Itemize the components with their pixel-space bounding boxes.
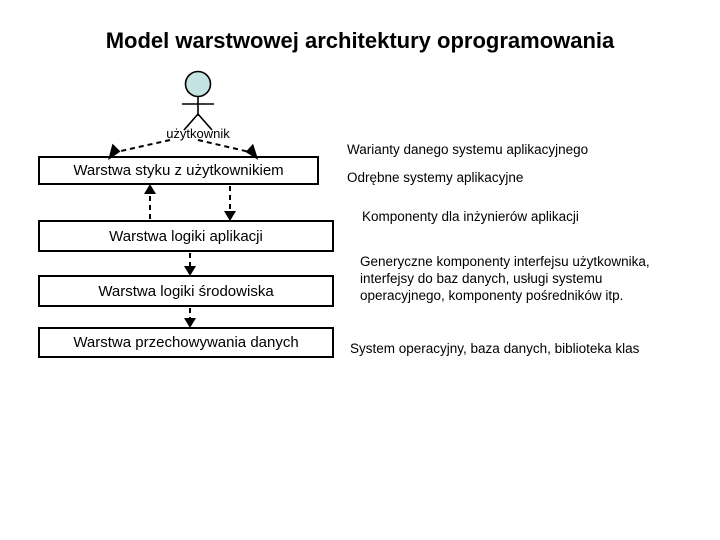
actor-right-leg-line (197, 113, 213, 131)
actor-head-icon (184, 70, 212, 98)
layer-box-ui: Warstwa styku z użytkownikiem (38, 156, 319, 185)
layer-box-storage-label: Warstwa przechowywania danych (73, 334, 299, 351)
connector-ui-to-app (224, 186, 236, 221)
connector-app-to-env (184, 253, 196, 276)
arrowhead (144, 184, 156, 194)
layer-box-ui-label: Warstwa styku z użytkownikiem (73, 162, 284, 179)
layer-box-env: Warstwa logiki środowiska (38, 275, 334, 307)
note-variants: Warianty danego systemu aplikacyjnego (347, 142, 589, 157)
actor-user-label: użytkownik (166, 126, 230, 141)
layer-box-app-label: Warstwa logiki aplikacji (109, 227, 263, 245)
note-separate: Odrębne systemy aplikacyjne (347, 170, 524, 185)
layer-box-env-label: Warstwa logiki środowiska (98, 282, 274, 300)
note-components: Komponenty dla inżynierów aplikacji (362, 209, 579, 224)
actor-left-leg-line (183, 113, 199, 131)
note-generic: Generyczne komponenty interfejsu użytkow… (360, 254, 650, 303)
connector-env-to-storage (184, 308, 196, 328)
page-title: Model warstwowej architektury oprogramow… (105, 28, 615, 53)
note-os: System operacyjny, baza danych, bibliote… (350, 341, 640, 356)
actor-svg (182, 70, 214, 131)
layer-box-app: Warstwa logiki aplikacji (38, 220, 334, 252)
connector-app-to-ui (144, 184, 156, 219)
layer-box-storage: Warstwa przechowywania danych (38, 327, 334, 358)
actor-user-icon (168, 70, 228, 132)
